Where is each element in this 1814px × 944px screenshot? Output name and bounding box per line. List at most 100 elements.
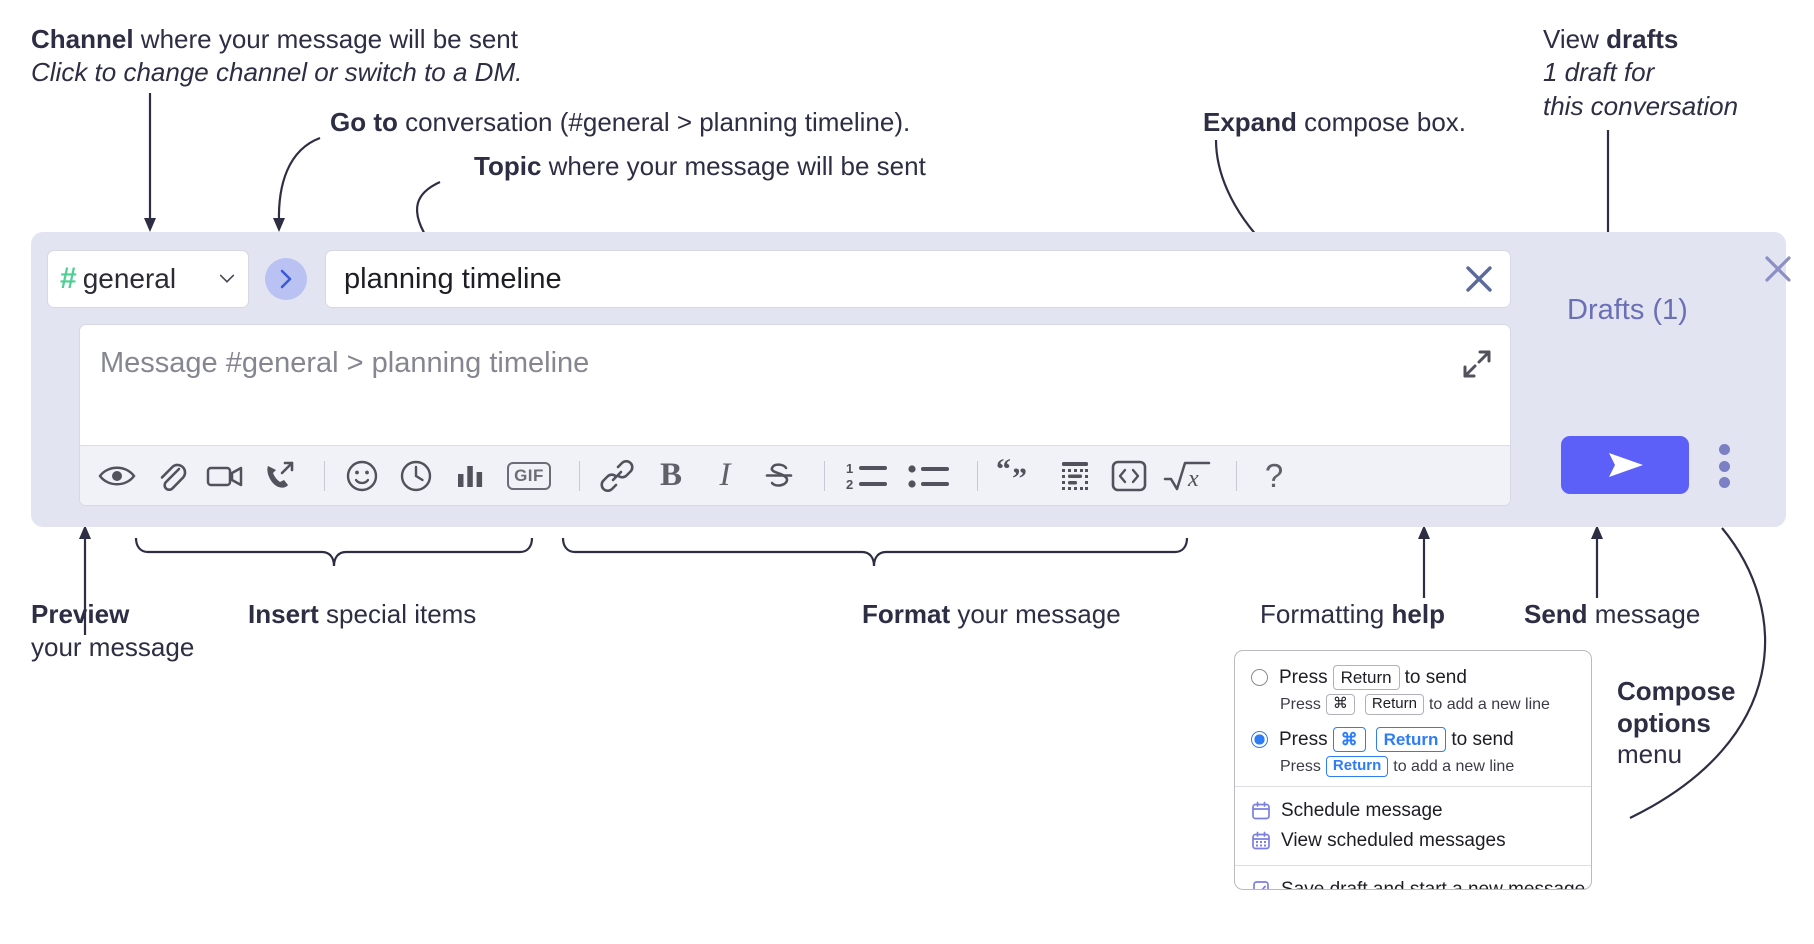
- expand-compose-button[interactable]: [1460, 347, 1494, 381]
- smiley-glyph: [346, 460, 378, 491]
- send-option-return[interactable]: Press Return to send Press ⌘ Return to a…: [1235, 651, 1591, 715]
- video-icon[interactable]: [202, 453, 248, 499]
- gif-label: GIF: [507, 461, 551, 490]
- paperclip-glyph: [160, 463, 187, 491]
- radio-button-selected[interactable]: [1251, 731, 1268, 749]
- channel-selector-button[interactable]: # general: [47, 250, 249, 308]
- channel-row: # general: [47, 250, 323, 308]
- code-icon[interactable]: [1106, 453, 1152, 499]
- menu-item-view-scheduled[interactable]: View scheduled messages: [1235, 826, 1591, 856]
- send-option-cmd-return[interactable]: Press ⌘ Return to send Press Return to a…: [1235, 715, 1591, 777]
- expand-icon: [1463, 350, 1491, 378]
- ordered-list-icon[interactable]: 1 2: [839, 453, 895, 499]
- help-icon[interactable]: ?: [1251, 453, 1297, 499]
- message-input-box[interactable]: Message #general > planning timeline: [79, 324, 1511, 506]
- calendar-schedule-icon: [1252, 801, 1270, 820]
- toolbar-separator: [824, 460, 825, 491]
- go-to-conversation-button[interactable]: [265, 258, 307, 300]
- option-post-text: to send: [1451, 728, 1514, 750]
- menu-item-label: Schedule message: [1281, 800, 1443, 821]
- annotation-insert: Insert special items: [248, 599, 477, 629]
- svg-text:“: “: [996, 459, 1011, 486]
- italic-label: I: [719, 457, 731, 493]
- menu-item-label: Save draft and start a new message: [1281, 879, 1586, 890]
- eye-glyph: [98, 466, 136, 485]
- inline-code-glyph: [1111, 460, 1147, 491]
- hash-icon: #: [60, 262, 77, 295]
- bold-icon[interactable]: B: [648, 453, 694, 499]
- preview-icon[interactable]: [94, 453, 140, 499]
- drafts-link[interactable]: Drafts (1): [1567, 294, 1688, 326]
- key-return: Return: [1332, 665, 1400, 691]
- video-camera-glyph: [206, 466, 243, 486]
- clear-topic-button[interactable]: [1448, 262, 1510, 296]
- chevron-down-icon: [219, 274, 235, 283]
- help-label: ?: [1264, 456, 1284, 494]
- send-option-return-sub: Press ⌘ Return to add a new line: [1251, 694, 1591, 715]
- send-option-cmd-return-main: Press ⌘ Return to send: [1251, 727, 1591, 753]
- annotation-drafts: View drafts 1 draft for this conversatio…: [1543, 23, 1738, 123]
- annotation-preview: Preview your message: [31, 599, 195, 663]
- toolbar-separator: [579, 460, 580, 491]
- toolbar-separator: [1236, 460, 1237, 491]
- annotation-expand: Expand compose box.: [1203, 107, 1467, 137]
- bar-chart-glyph: [458, 465, 483, 487]
- close-icon: [1765, 256, 1791, 282]
- key-command: ⌘: [1325, 694, 1355, 715]
- poll-icon[interactable]: [447, 453, 493, 499]
- option-post-text: to send: [1404, 666, 1467, 688]
- annotation-goto: Go to conversation (#general > planning …: [330, 107, 911, 137]
- ordered-list-glyph: 1 2: [846, 461, 887, 492]
- compose-main-area: # general planning timeline: [31, 232, 1527, 527]
- attachment-icon[interactable]: [148, 453, 194, 499]
- toolbar-separator: [324, 460, 325, 491]
- quote-glyph: “ ”: [996, 459, 1027, 493]
- annotation-compose-options: Compose options menu: [1617, 676, 1736, 770]
- strikethrough-icon[interactable]: [756, 453, 802, 499]
- annotation-format: Format your message: [862, 599, 1121, 629]
- save-draft-icon: [1253, 881, 1269, 889]
- huddle-icon[interactable]: [256, 453, 302, 499]
- menu-item-label: View scheduled messages: [1281, 830, 1506, 851]
- compose-right-rail: Drafts (1): [1527, 232, 1814, 527]
- math-icon[interactable]: x: [1160, 453, 1214, 499]
- annotation-channel-line2: Click to change channel or switch to a D…: [31, 57, 523, 88]
- blockquote-icon[interactable]: “ ”: [992, 453, 1044, 499]
- annotation-formatting-help: Formatting help: [1260, 599, 1445, 629]
- radio-button[interactable]: [1251, 669, 1268, 687]
- formatting-toolbar: GIF B I: [80, 445, 1510, 505]
- menu-divider: [1235, 786, 1591, 787]
- topic-value: planning timeline: [344, 262, 562, 295]
- key-return: Return: [1375, 727, 1447, 753]
- svg-text:1: 1: [846, 461, 853, 476]
- clock-glyph: [400, 460, 432, 491]
- bulleted-list-icon[interactable]: [903, 453, 955, 499]
- svg-text:2: 2: [846, 477, 853, 492]
- topic-input[interactable]: planning timeline: [325, 250, 1511, 308]
- compose-options-button[interactable]: [1713, 444, 1735, 488]
- strikethrough-glyph: [765, 462, 793, 487]
- key-return: Return: [1325, 756, 1389, 777]
- bulleted-list-glyph: [908, 464, 949, 488]
- send-option-return-main: Press Return to send: [1251, 665, 1591, 691]
- clock-icon[interactable]: [393, 453, 439, 499]
- link-icon[interactable]: [594, 453, 640, 499]
- menu-item-schedule-message[interactable]: Schedule message: [1235, 796, 1591, 826]
- annotation-drafts-line3: this conversation: [1543, 90, 1739, 121]
- gif-icon[interactable]: GIF: [501, 453, 557, 499]
- menu-item-save-draft[interactable]: Save draft and start a new message: [1235, 875, 1591, 890]
- send-button[interactable]: [1561, 436, 1689, 494]
- close-compose-button[interactable]: [1761, 252, 1795, 286]
- key-command: ⌘: [1332, 727, 1366, 753]
- channel-name: general: [82, 263, 177, 294]
- option-pre-text: Press: [1279, 666, 1328, 688]
- italic-icon[interactable]: I: [702, 453, 748, 499]
- chain-link-glyph: [600, 459, 634, 492]
- code-block-glyph: [1062, 461, 1088, 490]
- svg-text:”: ”: [1012, 462, 1027, 493]
- option-pre-text: Press: [1279, 728, 1328, 750]
- code-block-icon[interactable]: [1052, 453, 1098, 499]
- annotation-drafts-line1: View drafts: [1543, 24, 1679, 54]
- emoji-icon[interactable]: [339, 453, 385, 499]
